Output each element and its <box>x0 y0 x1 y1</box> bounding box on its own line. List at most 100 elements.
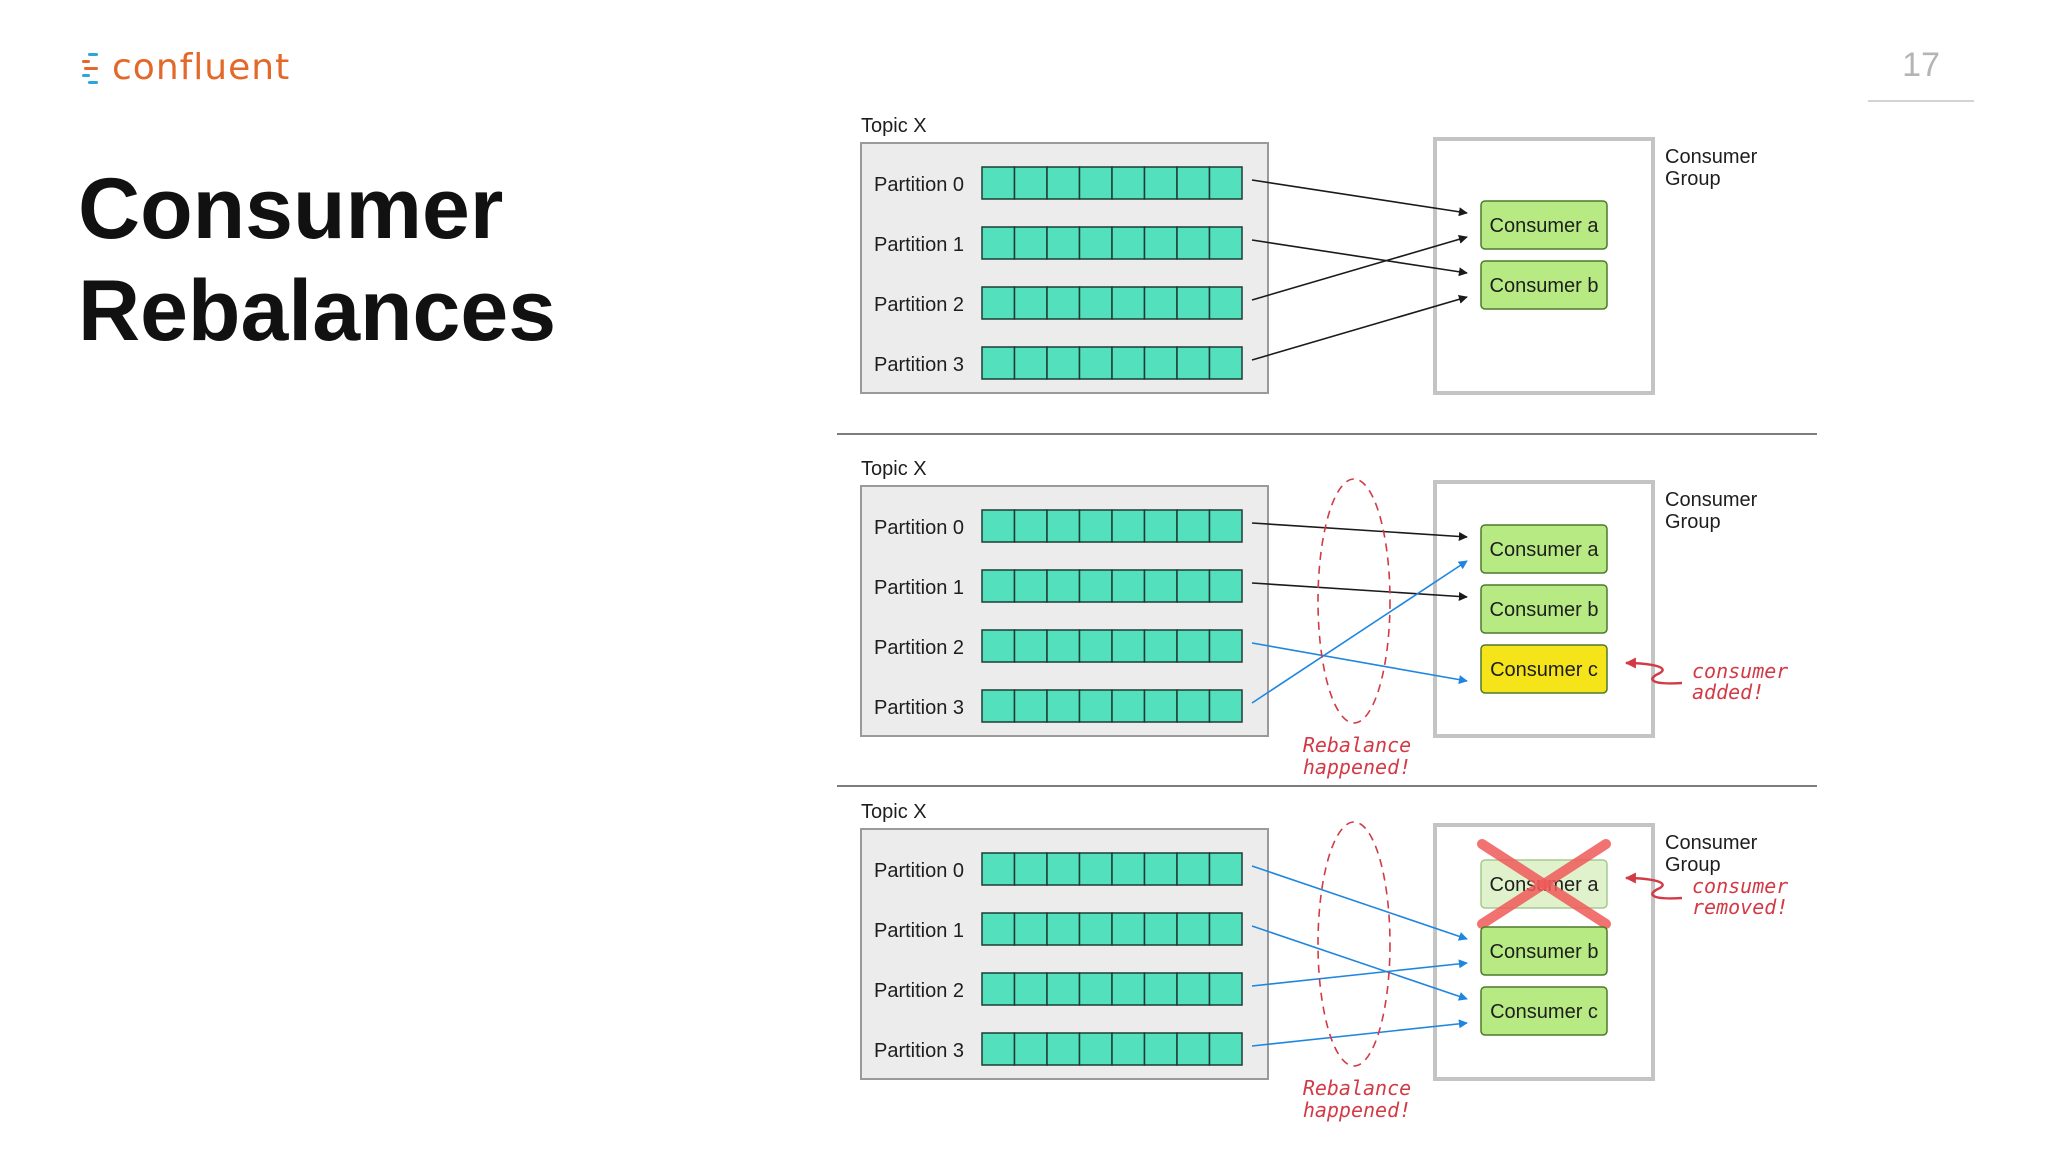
consumer-box <box>1480 986 1608 1036</box>
partition-cell <box>1176 629 1211 663</box>
rebalance-note: happened! <box>1303 755 1411 779</box>
partition-assignment-arrow <box>1251 179 1468 217</box>
partition-cell <box>1013 912 1048 946</box>
partition-cell <box>1078 912 1113 946</box>
partition-cell <box>981 972 1016 1006</box>
consumer-change-note: consumer <box>1692 659 1788 683</box>
partition-assignment-arrow <box>1251 294 1468 361</box>
consumer-change-arrow <box>1624 657 1683 685</box>
consumer-box <box>1480 926 1608 976</box>
partition-cell <box>981 629 1016 663</box>
confluent-logo-icon <box>80 48 110 88</box>
consumer-label: Consumer b <box>1490 599 1599 621</box>
partition-cell <box>1046 286 1081 320</box>
partition-cell <box>1208 346 1243 380</box>
partition-cell <box>1208 569 1243 603</box>
partition-cell <box>981 852 1016 886</box>
consumer-box <box>1480 644 1608 694</box>
partition-cell <box>1078 972 1113 1006</box>
consumer-group-label: Consumer <box>1665 489 1758 511</box>
consumer-change-note: removed! <box>1692 895 1788 919</box>
consumer-group-label: Group <box>1665 168 1721 190</box>
topic-label: Topic X <box>861 801 927 823</box>
partition-label: Partition 2 <box>874 637 964 659</box>
consumer-group-label: Group <box>1665 511 1721 533</box>
title-line-2: Rebalances <box>78 263 557 359</box>
partition-cell <box>981 226 1016 260</box>
consumer-box <box>1480 524 1608 574</box>
slide-title: Consumer Rebalances <box>78 158 638 362</box>
partition-cell <box>1111 1032 1146 1066</box>
partition-cell <box>1208 226 1243 260</box>
partition-cell <box>981 689 1016 723</box>
partition-label: Partition 0 <box>874 174 964 196</box>
partition-cell <box>1046 852 1081 886</box>
partition-cell <box>1111 689 1146 723</box>
partition-cell <box>1143 226 1178 260</box>
consumer-box <box>1480 200 1608 250</box>
partition-cell <box>1013 629 1048 663</box>
partition-cell <box>1176 509 1211 543</box>
consumer-label: Consumer a <box>1490 215 1600 237</box>
consumer-box <box>1480 260 1608 310</box>
partition-cell <box>1046 226 1081 260</box>
partition-cell <box>1046 509 1081 543</box>
reassigned-partition-arrow <box>1251 959 1468 987</box>
rebalance-dashed-ellipse <box>1317 478 1391 724</box>
partition-cell <box>981 286 1016 320</box>
partition-cell <box>1111 852 1146 886</box>
partition-cell <box>1078 226 1113 260</box>
topic-label: Topic X <box>861 115 927 137</box>
partition-cell <box>1013 852 1048 886</box>
partition-label: Partition 1 <box>874 920 964 942</box>
partition-cell <box>1143 346 1178 380</box>
consumer-group-label: Consumer <box>1665 832 1758 854</box>
partition-cell <box>1143 629 1178 663</box>
confluent-logo: confluent <box>80 44 290 92</box>
partition-cell <box>1046 569 1081 603</box>
partition-cell <box>1208 286 1243 320</box>
partition-cell <box>1013 166 1048 200</box>
partition-cell <box>1143 972 1178 1006</box>
partition-cell <box>1143 689 1178 723</box>
partition-cell <box>1176 226 1211 260</box>
logo-wordmark: confluent <box>112 47 291 88</box>
partition-cell <box>1046 972 1081 1006</box>
reassigned-partition-arrow <box>1251 865 1468 941</box>
partition-cell <box>1176 569 1211 603</box>
partition-cell <box>1176 1032 1211 1066</box>
partition-cell <box>1208 1032 1243 1066</box>
partition-assignment-arrow <box>1251 582 1468 601</box>
consumer-box <box>1480 584 1608 634</box>
partition-label: Partition 3 <box>874 697 964 719</box>
rebalance-note: happened! <box>1303 1098 1411 1122</box>
partition-label: Partition 2 <box>874 980 964 1002</box>
partition-cell <box>1143 569 1178 603</box>
partition-cell <box>1143 286 1178 320</box>
consumer-change-note: added! <box>1692 680 1764 704</box>
partition-label: Partition 2 <box>874 294 964 316</box>
partition-cell <box>1013 972 1048 1006</box>
partition-cell <box>1013 226 1048 260</box>
consumer-group-label: Group <box>1665 854 1721 876</box>
partition-assignment-arrow <box>1251 522 1468 541</box>
partition-cell <box>1111 286 1146 320</box>
partition-cell <box>1176 689 1211 723</box>
partition-cell <box>1078 346 1113 380</box>
partition-cell <box>1143 912 1178 946</box>
rebalance-note: Rebalance <box>1303 733 1411 757</box>
partition-cell <box>1176 286 1211 320</box>
consumer-label: Consumer c <box>1490 1001 1598 1023</box>
partition-cell <box>1176 912 1211 946</box>
partition-cell <box>1078 629 1113 663</box>
partition-cell <box>1078 689 1113 723</box>
consumer-group-label: Consumer <box>1665 146 1758 168</box>
partition-cell <box>981 509 1016 543</box>
partition-cell <box>1111 346 1146 380</box>
partition-assignment-arrow <box>1251 234 1468 301</box>
partition-cell <box>1046 346 1081 380</box>
